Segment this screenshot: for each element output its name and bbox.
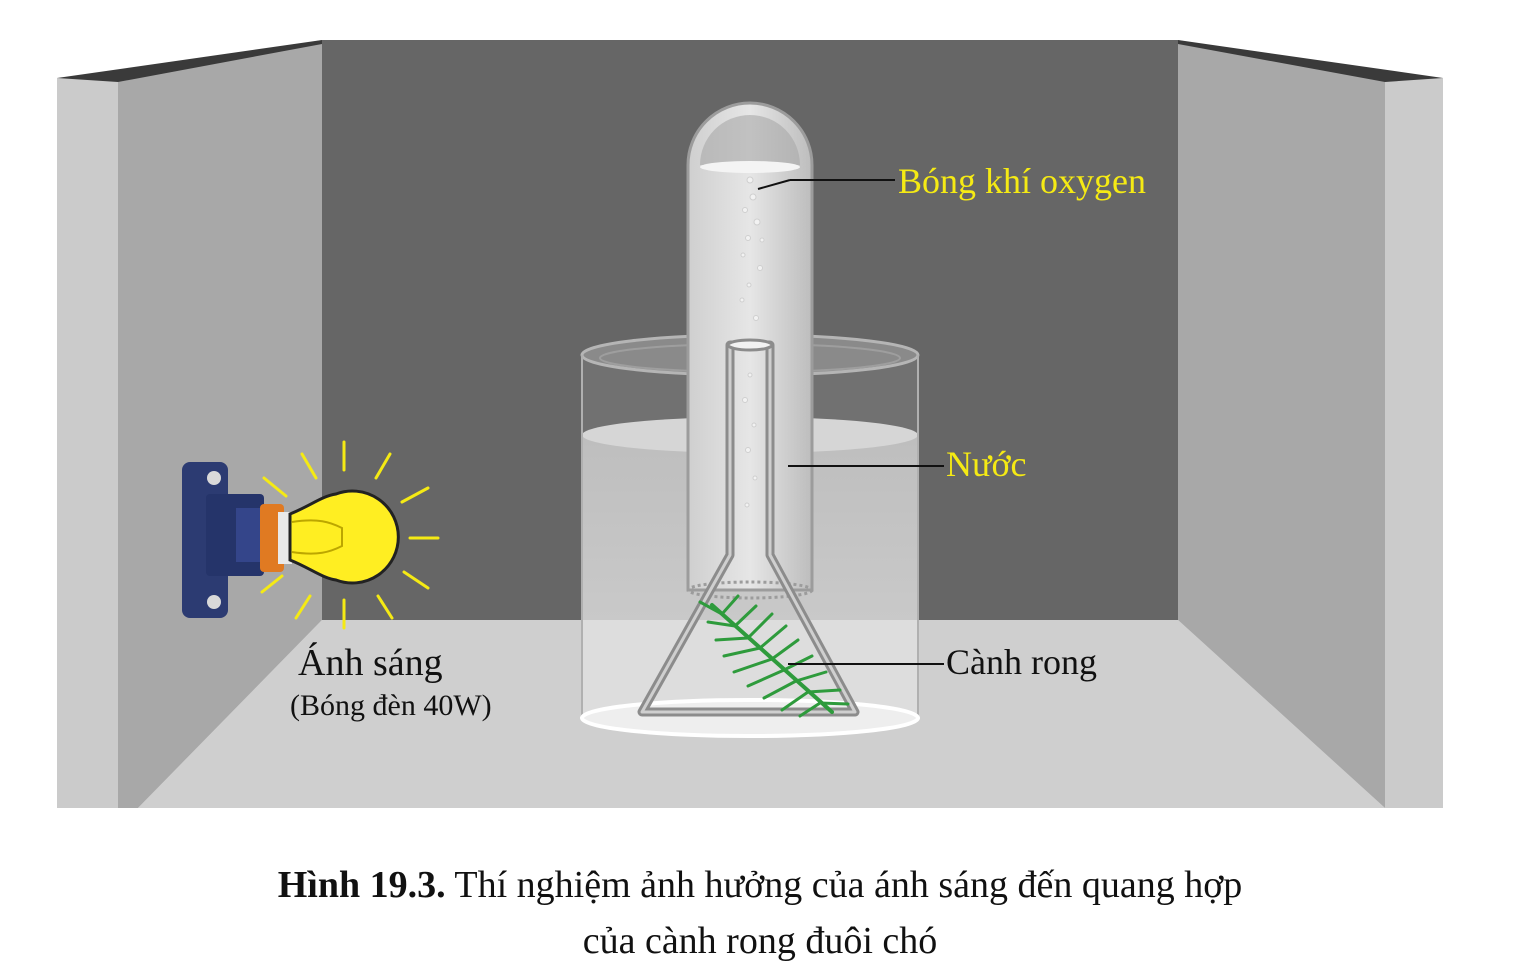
right-wall-inner xyxy=(1178,40,1385,808)
figure-number: Hình 19.3. xyxy=(277,864,446,906)
bubble xyxy=(749,193,757,201)
gas-water-line xyxy=(700,161,800,173)
bubble xyxy=(742,397,748,403)
funnel xyxy=(637,338,860,717)
bubble xyxy=(753,218,761,226)
light-ray xyxy=(402,570,430,590)
bulb-glass xyxy=(288,489,400,585)
right-wall-edge xyxy=(1385,78,1443,808)
leaf xyxy=(798,701,822,718)
leaf xyxy=(746,612,774,640)
plant-branch xyxy=(698,594,850,718)
light-ray xyxy=(294,594,312,620)
screw-bottom xyxy=(207,595,221,609)
bubble xyxy=(757,265,763,271)
left-wall-edge xyxy=(57,78,118,808)
figure-caption: Hình 19.3. Thí nghiệm ảnh hưởng của ánh … xyxy=(0,862,1520,908)
leaf xyxy=(780,690,810,712)
leaf xyxy=(794,670,828,683)
bubble xyxy=(747,372,753,378)
leader-lines xyxy=(757,179,944,665)
bubble xyxy=(751,422,757,428)
leaf xyxy=(770,638,800,661)
leaf xyxy=(732,657,774,674)
light-ray xyxy=(376,594,394,620)
right-wall-top xyxy=(1178,40,1443,82)
bubble xyxy=(745,447,751,453)
bubble xyxy=(753,315,759,321)
leaf xyxy=(706,620,737,628)
label-water: Nước xyxy=(946,444,1027,484)
test-tube-bottom xyxy=(686,580,814,600)
leaf xyxy=(762,679,798,700)
light-ray xyxy=(262,476,288,498)
lamp xyxy=(182,440,440,630)
figure-caption-line2: của cành rong đuôi chó xyxy=(0,918,1520,964)
screw-top xyxy=(207,471,221,485)
bubble xyxy=(759,237,765,243)
leaf xyxy=(733,604,758,628)
caption-line2: của cành rong đuôi chó xyxy=(582,920,938,962)
oxygen-leader xyxy=(757,179,791,190)
leaf xyxy=(818,701,850,706)
light-ray xyxy=(260,574,284,594)
leaf xyxy=(722,646,762,658)
test-tube-cap xyxy=(700,115,800,165)
leaf xyxy=(806,688,842,694)
beaker-base xyxy=(580,698,920,738)
leaf xyxy=(720,594,740,616)
bubble xyxy=(752,475,758,481)
leaf xyxy=(746,668,786,688)
oxygen-bubbles xyxy=(739,176,765,508)
bubble xyxy=(739,297,745,303)
leaf xyxy=(698,600,724,616)
bubble xyxy=(744,502,750,508)
label-light-sub: (Bóng đèn 40W) xyxy=(290,689,492,722)
bubble xyxy=(740,252,746,258)
label-light: Ánh sáng xyxy=(298,642,443,684)
leaf xyxy=(758,624,788,650)
bubble xyxy=(746,176,754,184)
bubble xyxy=(745,235,751,241)
light-rays xyxy=(260,440,440,630)
label-oxygen: Bóng khí oxygen xyxy=(898,161,1146,201)
bulb-filament xyxy=(291,519,343,555)
left-wall-top xyxy=(57,40,322,82)
bubble xyxy=(746,282,752,288)
label-plant: Cành rong xyxy=(946,642,1097,682)
caption-line1: Thí nghiệm ảnh hưởng của ánh sáng đến qu… xyxy=(445,864,1243,906)
leaf xyxy=(714,636,750,642)
light-ray xyxy=(374,452,392,480)
left-wall-inner xyxy=(118,40,322,808)
socket-band xyxy=(236,508,264,562)
light-ray xyxy=(300,452,318,480)
funnel-stem-top xyxy=(726,338,774,352)
bubble xyxy=(742,207,748,213)
light-ray xyxy=(400,486,430,504)
